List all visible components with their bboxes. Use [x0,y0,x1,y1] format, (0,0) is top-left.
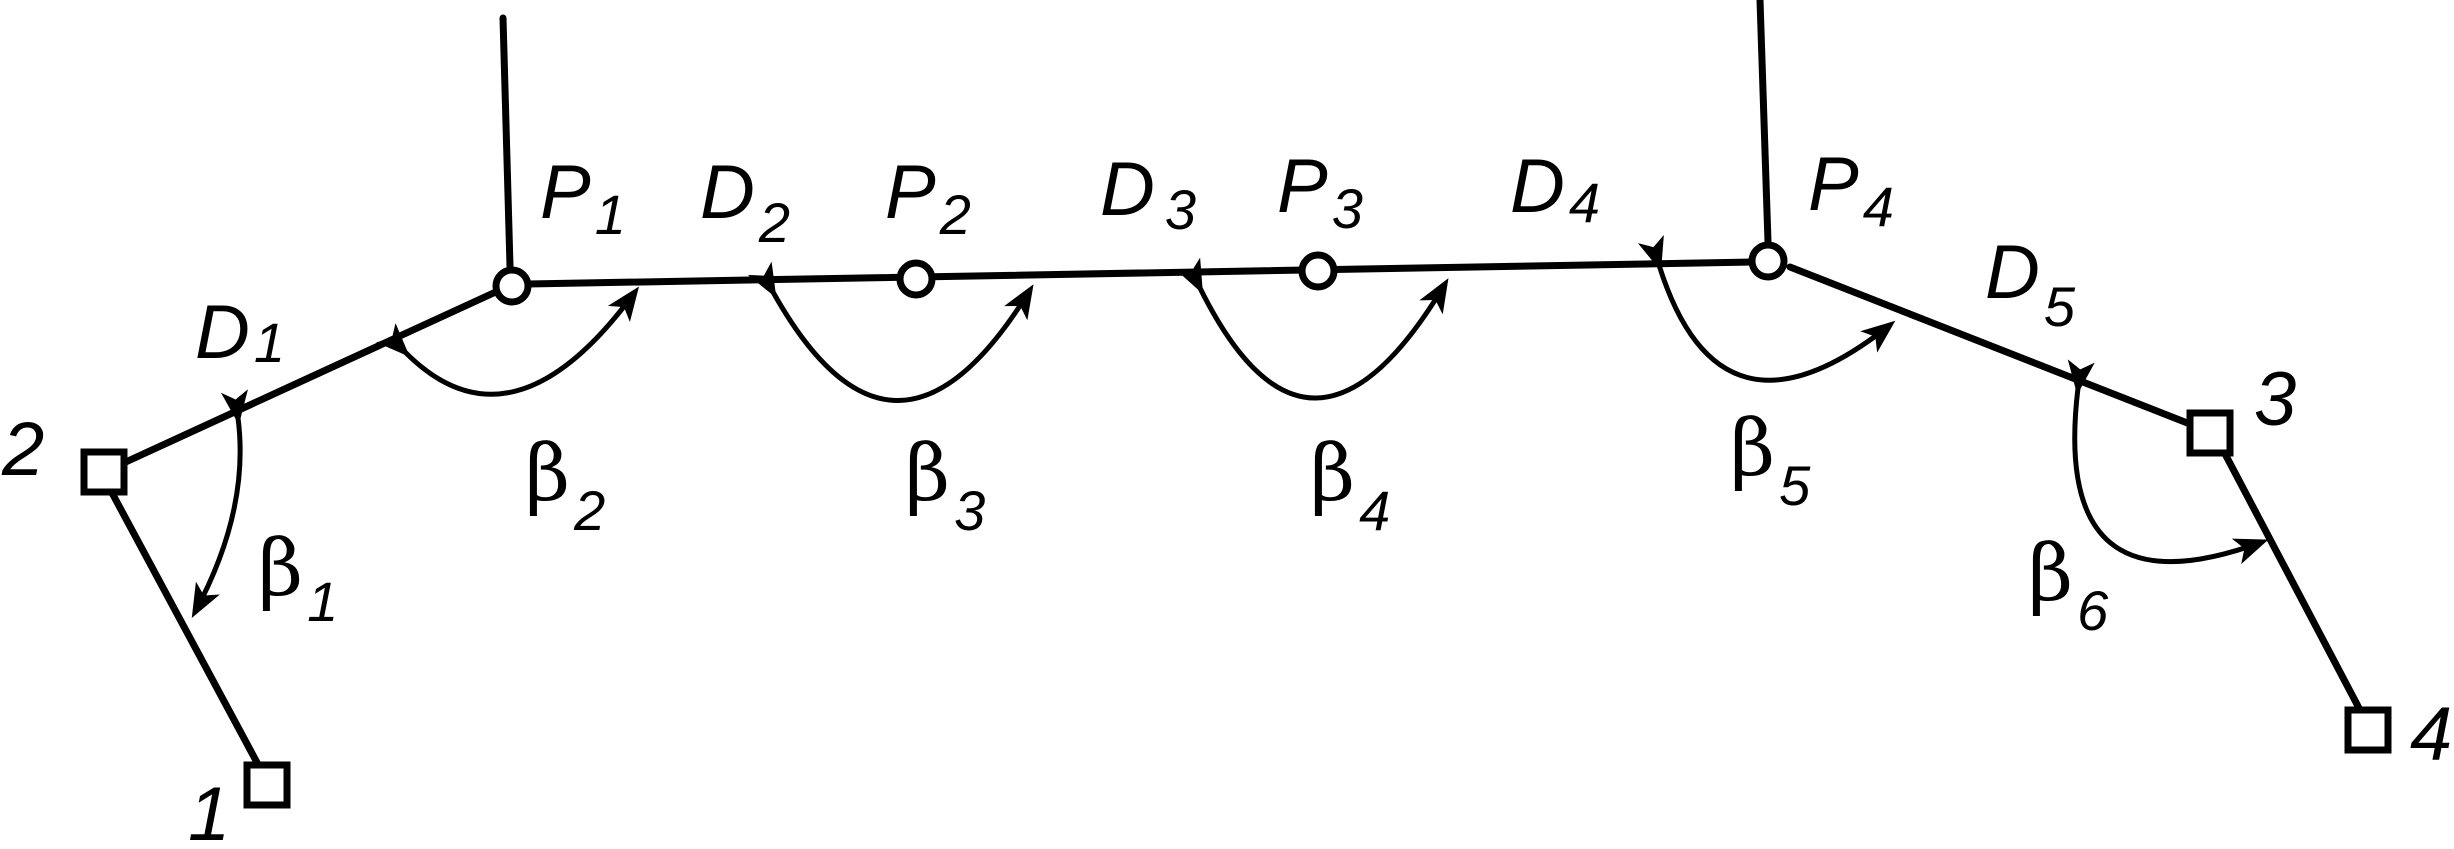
direction-p1 [499,14,514,270]
distance-d4-label: D4 [1510,144,1600,234]
line-p1-p4 [524,258,1757,288]
point-p1-label: P1 [540,150,626,246]
angle-arc-b4 [1175,257,1449,401]
point-p2-marker [896,259,936,299]
angle-b4-label: β4 [1310,429,1390,542]
station-1-label: 1 [188,772,230,849]
point-p3-marker [1298,251,1338,291]
angle-arc-b5 [1637,234,1896,383]
station-2-marker [80,448,128,496]
point-labels: P1 P2 P3 P4 [540,142,1894,246]
direction-p4 [1756,0,1772,246]
traverse-lines [100,0,2364,787]
station-3-marker [2186,409,2234,457]
angle-b6-label: β6 [2028,529,2109,642]
station-labels: 1 2 3 4 [1,357,2452,849]
angle-arc-b6 [2067,359,2269,565]
station-3-label: 3 [2254,357,2296,442]
point-p3-label: P3 [1277,144,1363,240]
angle-arc-b3 [747,261,1034,403]
station-1-marker [243,761,291,809]
angle-b1-label: β1 [258,524,338,633]
distance-d5-label: D5 [1985,230,2076,338]
station-4-marker [2344,706,2392,754]
point-p4-label: P4 [1808,142,1894,238]
angle-labels: β1 β2 β3 β4 β5 β6 [258,404,2109,642]
angle-arc-b2 [376,286,640,397]
angle-b2-label: β2 [525,429,605,542]
angle-b3-label: β3 [905,429,985,542]
angle-arcs [191,234,2269,618]
distance-d1-label: D1 [195,290,285,375]
line-1-2 [100,474,272,787]
station-2-label: 2 [1,407,44,492]
line-3-4 [2219,446,2364,714]
point-p4-marker [1748,241,1788,281]
angle-b5-label: β5 [1730,404,1811,517]
point-p2-label: P2 [885,150,971,246]
angle-arc-b1 [191,389,248,618]
distance-d2-label: D2 [700,150,790,254]
point-p1-marker [492,266,532,306]
station-4-label: 4 [2410,692,2452,777]
